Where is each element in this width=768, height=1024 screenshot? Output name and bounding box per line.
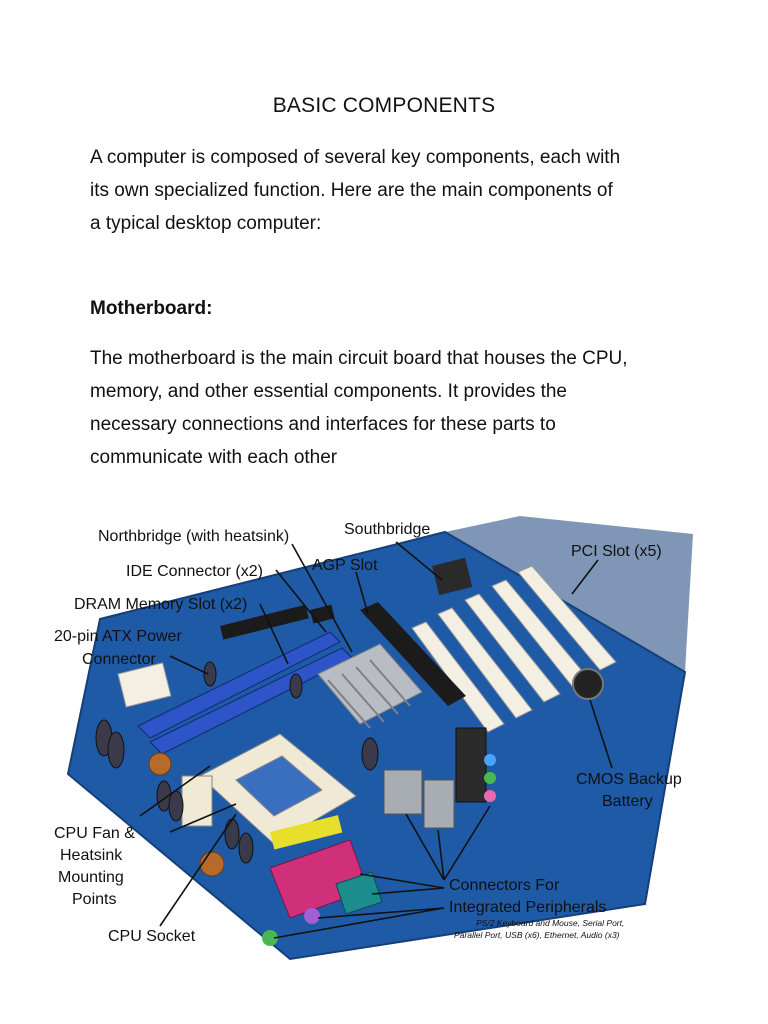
rear-io-area <box>445 516 693 672</box>
leader-lines <box>139 541 613 939</box>
cpu-fan-label: CPU Fan & <box>54 825 135 842</box>
ide-connector-label: IDE Connector (x2) <box>126 563 263 580</box>
section-line: The motherboard is the main circuit boar… <box>90 348 628 369</box>
cpu-socket <box>181 733 357 845</box>
capacitors <box>95 661 379 864</box>
northbridge-label: Northbridge (with heatsink) <box>98 528 289 545</box>
atx-power-connector <box>117 662 172 708</box>
dram-slot-label: DRAM Memory Slot (x2) <box>74 596 247 613</box>
cmos-battery-label-line2: Battery <box>602 793 653 810</box>
cmos-battery-label: CMOS Backup <box>576 771 682 788</box>
connectors-sublabel-line2: Parallel Port, USB (x6), Ethernet, Audio… <box>454 930 620 940</box>
atx-power-label: 20-pin ATX Power <box>54 628 182 645</box>
cmos-battery <box>572 668 604 700</box>
page-title: BASIC COMPONENTS <box>272 94 496 117</box>
section-paragraph: The motherboard is the main circuit boar… <box>90 342 690 474</box>
southbridge-chip <box>432 557 473 596</box>
atx-power-label-line2: Connector <box>82 651 156 668</box>
southbridge-label: Southbridge <box>344 521 430 538</box>
connectors-label-line2: Integrated Peripherals <box>449 899 606 916</box>
cpu-socket-label: CPU Socket <box>108 928 196 945</box>
section-line: communicate with each other <box>90 447 338 468</box>
northbridge-heatsink <box>317 643 423 729</box>
intro-line: its own specialized function. Here are t… <box>90 180 613 201</box>
cpu-fan-label-line2: Heatsink <box>60 847 123 864</box>
intro-line: a typical desktop computer: <box>90 213 322 234</box>
rear-io-ports <box>262 727 496 946</box>
motherboard-diagram: Northbridge (with heatsink) Southbridge … <box>54 516 693 961</box>
section-line: memory, and other essential components. … <box>90 381 568 402</box>
section-heading: Motherboard: <box>90 298 213 319</box>
agp-slot-label: AGP Slot <box>312 557 378 574</box>
section-line: necessary connections and interfaces for… <box>90 414 556 435</box>
intro-line: A computer is composed of several key co… <box>90 147 621 168</box>
motherboard-figure: Northbridge (with heatsink) Southbridge … <box>54 514 693 966</box>
agp-slot <box>360 602 466 706</box>
connectors-sublabel: PS/2 Keyboard and Mouse, Serial Port, <box>476 918 624 928</box>
connectors-label: Connectors For <box>449 877 560 894</box>
cpu-fan-label-line3: Mounting <box>58 869 124 886</box>
intro-paragraph: A computer is composed of several key co… <box>90 141 690 240</box>
pci-slot-label: PCI Slot (x5) <box>571 543 662 560</box>
dram-slots <box>137 631 353 755</box>
cpu-fan-label-line4: Points <box>72 891 116 908</box>
pci-slots <box>411 565 617 733</box>
